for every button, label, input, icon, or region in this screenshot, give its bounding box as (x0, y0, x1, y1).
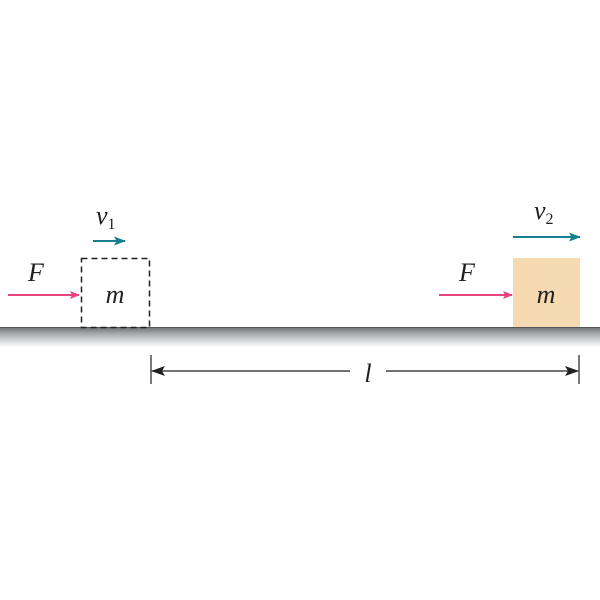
force-label-final: F (458, 258, 476, 287)
distance-dimension (150, 355, 580, 384)
mass-label-final: m (537, 280, 556, 309)
block-initial-position (80, 257, 151, 329)
force-label-initial: F (27, 258, 45, 287)
ground (0, 327, 600, 347)
block-final-position (513, 258, 580, 327)
velocity-label-final: v2 (534, 196, 554, 228)
mass-label-initial: m (106, 280, 125, 309)
distance-label: l (364, 359, 371, 388)
velocity-label-initial: v1 (96, 201, 116, 233)
